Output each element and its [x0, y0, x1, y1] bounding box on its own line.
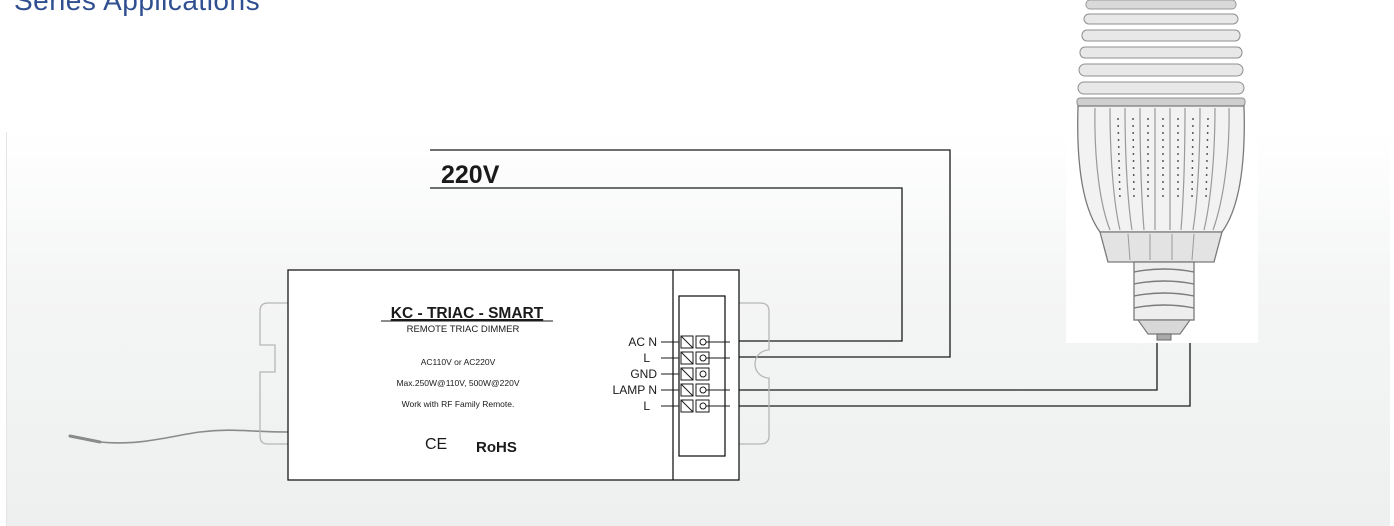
rohs-mark: RoHS: [476, 439, 517, 456]
bulb-screw-base: [1133, 261, 1195, 341]
terminal-rows: AC N L GND: [613, 335, 730, 413]
load-wire-l: [730, 343, 1191, 407]
terminal-ac-n: AC N: [628, 335, 730, 349]
ce-mark: CE: [425, 436, 447, 453]
led-bulb-icon: [1066, 0, 1258, 343]
page-heading: Series Applications: [14, 0, 261, 16]
left-mounting-ear: [259, 302, 288, 445]
bulb-collar-lines: [1127, 233, 1195, 261]
mounting-ears: [259, 302, 770, 445]
terminal-label-l-lamp: L: [643, 399, 650, 413]
supply-wire-inner: [430, 187, 903, 342]
supply-wire-outer: [430, 149, 951, 358]
terminal-label-ac-n: AC N: [628, 335, 657, 349]
dimmer-module: KC - TRIAC - SMART REMOTE TRIAC DIMMER A…: [287, 269, 740, 481]
supply-wires: [430, 149, 951, 358]
antenna: [68, 429, 289, 444]
bulb-body-ribs: [1094, 107, 1230, 231]
dimmer-body: [287, 269, 740, 481]
dimmer-subtitle: REMOTE TRIAC DIMMER: [407, 324, 520, 335]
bulb-heatsink-fins: [1076, 0, 1246, 107]
load-wires: [730, 343, 1191, 407]
antenna-wire: [99, 429, 289, 444]
dimmer-model-name: KC - TRIAC - SMART: [391, 305, 544, 322]
right-mounting-ear: [739, 302, 770, 445]
terminal-lamp-n: LAMP N: [613, 383, 730, 397]
terminal-l-supply: L: [643, 351, 730, 365]
dimmer-spec-remote: Work with RF Family Remote.: [402, 399, 515, 409]
terminal-label-l-supply: L: [643, 351, 650, 365]
bulb-collar: [1099, 231, 1223, 263]
load-wire-lamp-n: [730, 343, 1158, 391]
antenna-tip: [68, 434, 102, 444]
dimmer-spec-power: Max.250W@110V, 500W@220V: [396, 378, 519, 388]
terminal-label-gnd: GND: [630, 367, 657, 381]
terminal-l-lamp: L: [643, 399, 730, 413]
bulb-body: [1077, 105, 1245, 233]
terminal-label-lamp-n: LAMP N: [613, 383, 657, 397]
dimmer-spec-input: AC110V or AC220V: [421, 357, 496, 367]
terminal-gnd: GND: [630, 367, 710, 381]
voltage-label: 220V: [441, 161, 500, 189]
wire-clamp: [695, 367, 710, 381]
